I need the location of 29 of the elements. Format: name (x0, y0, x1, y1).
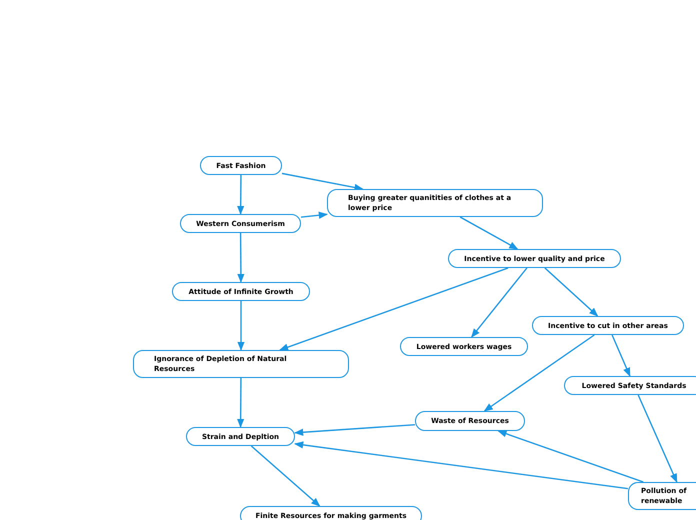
arrow (294, 441, 628, 490)
rounded-box (564, 376, 696, 395)
arrow (484, 334, 595, 412)
arrow (460, 216, 518, 250)
rounded-box (400, 337, 528, 356)
rounded-box (327, 189, 543, 217)
rounded-box (172, 282, 310, 301)
arrow (237, 301, 245, 351)
arrow (294, 424, 416, 436)
rounded-box (133, 350, 349, 378)
arrow (279, 267, 508, 351)
arrow (498, 430, 644, 483)
arrow (236, 378, 244, 428)
rounded-box (240, 506, 422, 520)
arrow (544, 268, 598, 317)
rounded-box (200, 156, 282, 175)
rounded-box (448, 249, 621, 268)
arrow (250, 446, 320, 507)
arrow (612, 334, 630, 377)
arrow (237, 175, 244, 215)
arrow (638, 394, 678, 483)
arrow (282, 172, 364, 192)
rounded-box (186, 427, 295, 446)
rounded-box (415, 411, 525, 431)
rounded-box (180, 214, 301, 233)
arrow (237, 233, 244, 283)
arrow (471, 268, 528, 338)
arrow (300, 212, 328, 219)
rounded-box (532, 316, 684, 335)
